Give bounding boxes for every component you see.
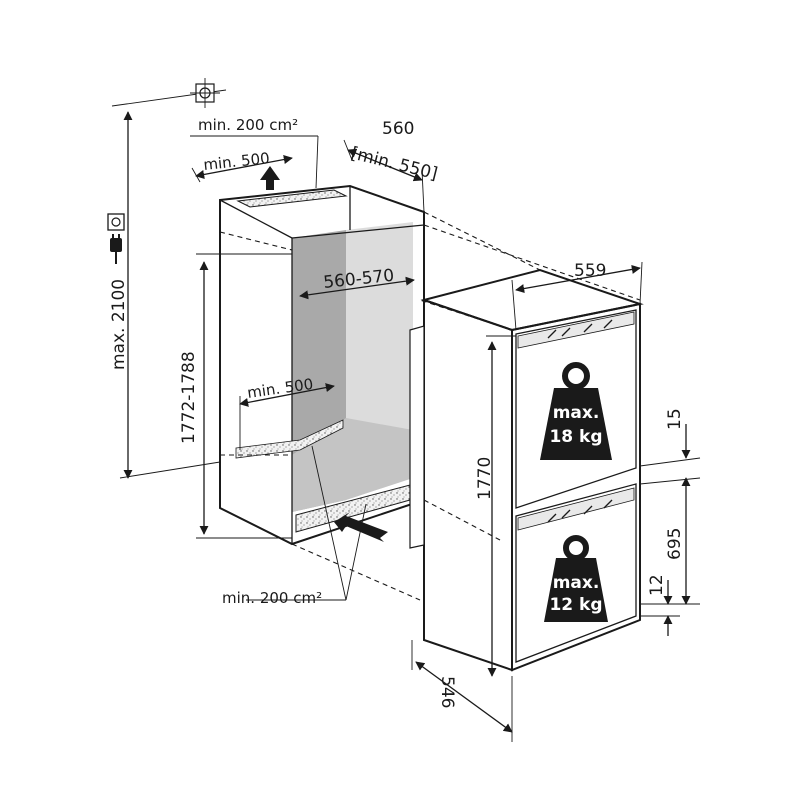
- lower-weight-icon: max. 12 kg: [544, 535, 608, 622]
- lower-load-line2: 12 kg: [549, 595, 602, 615]
- niche-depth-dim: 560 [min. 550]: [343, 119, 440, 213]
- lower-door-height-label: 695: [665, 528, 685, 560]
- bottom-vent-area-label: min. 200 cm²: [222, 589, 322, 607]
- niche-depth-label: 560: [382, 119, 414, 139]
- gap-top-label: 15: [665, 408, 685, 430]
- appliance: [409, 268, 644, 672]
- upper-load-line1: max.: [553, 403, 600, 423]
- appliance-side: [423, 298, 513, 672]
- max-height-label: max. 2100: [109, 279, 129, 370]
- top-vent-callout: min. 200 cm²: [190, 116, 319, 189]
- appliance-front: [511, 302, 641, 672]
- niche-height-dim: 1772-1788: [179, 253, 292, 539]
- upper-weight-icon: max. 18 kg: [540, 362, 612, 460]
- niche-top-vent: [236, 189, 348, 208]
- door-dims: 15 695 12: [639, 408, 701, 636]
- power-plug-icon: [110, 234, 122, 264]
- upper-door: [515, 309, 637, 509]
- lower-door: [515, 483, 637, 663]
- crosshair-box-icon: [111, 78, 227, 108]
- top-vent-area-label: min. 200 cm²: [198, 116, 298, 134]
- upper-load-line2: 18 kg: [549, 427, 602, 447]
- power-socket-icon: [107, 213, 125, 231]
- upper-grille: [517, 311, 635, 349]
- lower-grille: [517, 487, 635, 531]
- arrow-up-icon: [260, 166, 280, 190]
- niche-floor: [292, 418, 413, 512]
- niche-floor-vent: [235, 419, 344, 459]
- max-height-dim: max. 2100: [109, 111, 221, 479]
- bottom-vent-callout: min. 200 cm²: [222, 445, 367, 607]
- lower-load-line1: max.: [553, 573, 600, 593]
- gap-bottom-label: 12: [647, 574, 667, 596]
- appliance-depth-dim: 546: [411, 640, 513, 742]
- appliance-width-label: 559: [574, 261, 606, 281]
- top-vent-depth-label: min. 500: [203, 149, 271, 174]
- niche-depth-min-label: [min. 550]: [349, 143, 440, 184]
- arrow-in-icon: [334, 512, 388, 542]
- appliance-depth-label: 546: [437, 676, 457, 708]
- appliance-height-dim: 1770: [475, 335, 516, 677]
- appliance-height-label: 1770: [475, 457, 495, 500]
- appliance-width-dim: 559: [511, 261, 643, 331]
- niche-height-label: 1772-1788: [179, 351, 199, 444]
